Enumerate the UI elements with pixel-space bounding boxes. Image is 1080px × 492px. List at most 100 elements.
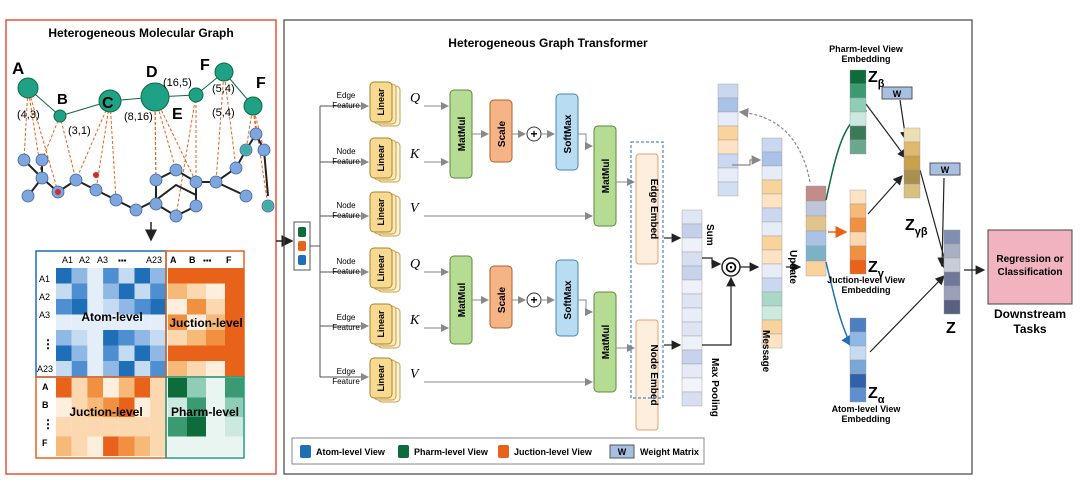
matrix-cell: [225, 361, 244, 377]
matrix-cell: [103, 361, 119, 377]
matrix-cell: [134, 417, 151, 437]
legend-swatch: [398, 445, 409, 458]
matrix-cell: [225, 299, 244, 315]
matrix-cell: [56, 397, 72, 417]
message-label: Message: [760, 330, 771, 373]
node-C-label: C: [102, 95, 114, 112]
scale-label: Scale: [497, 120, 508, 147]
atom-view-col-cell: [849, 331, 867, 347]
atom-node: [229, 161, 243, 175]
msg-col-1-cell: [717, 125, 739, 141]
bottom-input-label: Node: [336, 257, 356, 266]
node-E: [188, 87, 204, 103]
maxpool-col-cell: [681, 363, 703, 379]
update-col-cell: [805, 200, 827, 217]
atom-node: [209, 175, 223, 189]
matrix-cell: [118, 268, 135, 284]
matrix-cell: [87, 268, 104, 284]
top-input-label: Node: [336, 147, 356, 156]
left-panel-title: Heterogeneous Molecular Graph: [48, 26, 233, 40]
matrix-cell: [225, 268, 244, 284]
matrix-col-A: A: [170, 255, 177, 265]
weight-matrix-2-label: W: [941, 165, 950, 175]
matrix-row-A1: A1: [39, 274, 50, 284]
atom-view-col-cell: [849, 373, 867, 389]
legend-swatch: [498, 445, 509, 458]
embed-label: Edge Embed: [648, 179, 659, 240]
zfinal-col-cell: [943, 285, 961, 301]
adjacency-matrix: [56, 268, 244, 456]
softmax-box: [555, 259, 579, 337]
z-alpha: Zα: [868, 385, 885, 406]
matrix-cell: [118, 361, 135, 377]
matrix-cell: [87, 283, 104, 299]
matrix-cell: [134, 268, 151, 284]
matrix-cell: [134, 378, 151, 398]
atom-nodes: [17, 127, 275, 223]
zfinal-col-cell: [943, 243, 961, 259]
matrix-cell: [187, 378, 206, 398]
downstream-box: [987, 229, 1073, 305]
scale-label: Scale: [497, 286, 508, 313]
symbol-v: V: [410, 201, 420, 216]
atom-node: [21, 189, 35, 203]
msg-col-1-cell: [717, 97, 739, 113]
matrix-cell: [150, 378, 166, 398]
matrix-cell: [168, 283, 187, 299]
sum-col-cell: [681, 279, 703, 295]
matrix-cell: [206, 314, 225, 330]
matrix-col-dots: ▪▪▪: [118, 256, 127, 265]
pharm-view-col-cell: [849, 83, 867, 99]
matrix-cell: [168, 345, 187, 361]
matrix-cell: [150, 397, 166, 417]
matmul-box-2: [593, 291, 617, 393]
node-F1-label: F: [200, 57, 210, 74]
matrix-cell: [103, 345, 119, 361]
msg-col-2-cell: [761, 151, 783, 167]
matrix-row-B: B: [42, 400, 49, 410]
edge-label-5: (5,4): [212, 83, 235, 95]
pharm-block-frame: [165, 376, 245, 459]
node-B: [53, 109, 67, 123]
symbol-v: V: [410, 367, 420, 382]
atom-node: [239, 189, 253, 203]
pharm-view-col-cell: [849, 111, 867, 127]
z-gamma-beta: Zγβ: [905, 217, 928, 238]
matrix-row-dots: ⋮: [42, 337, 54, 351]
edge-label-1: (4,3): [17, 109, 40, 121]
zgb-col-cell: [903, 141, 921, 157]
matrix-cell: [150, 268, 166, 284]
weight-matrix-1-label: W: [893, 89, 902, 99]
matrix-cell: [187, 314, 206, 330]
msg-col-3-cell: [761, 235, 783, 251]
matrix-cell: [168, 314, 187, 330]
matrix-cell: [87, 361, 104, 377]
msg-col-1-cell: [717, 181, 739, 197]
sum-col-cell: [681, 251, 703, 267]
matrix-cell: [118, 345, 135, 361]
group-link: [154, 96, 157, 205]
atom-node: [249, 127, 263, 141]
matrix-col-F: F: [226, 255, 232, 265]
matrix-cell: [134, 299, 151, 315]
weight-matrix-2: [929, 162, 961, 176]
matrix-cell: [225, 378, 244, 398]
atom-view-col-cell: [849, 387, 867, 403]
matrix-cell: [56, 378, 72, 398]
update-col-cell: [805, 215, 827, 232]
matrix-cell: [187, 397, 206, 417]
matrix-cell: [168, 378, 187, 398]
maxpool-col-cell: [681, 335, 703, 351]
matmul-label-2: MatMul: [601, 159, 612, 194]
pharm-view-col-cell: [849, 69, 867, 85]
linear-label: Linear: [376, 144, 386, 172]
embed-label: Node Embed: [648, 344, 659, 405]
legend-label: Pharm-level View: [414, 447, 489, 457]
msg-col-2-cell: [761, 207, 783, 223]
maxpool-col-cell: [681, 391, 703, 407]
junction-view-col-cell: [849, 217, 867, 233]
update-col-cell: [805, 185, 827, 202]
matrix-cell: [168, 299, 187, 315]
